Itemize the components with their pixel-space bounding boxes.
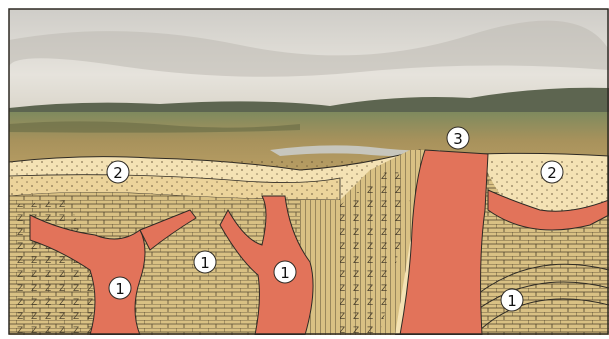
marker-2-left: 2 <box>107 161 129 183</box>
marker-1-middle: 1 <box>194 251 216 273</box>
marker-1-center: 1 <box>274 261 296 283</box>
svg-text:1: 1 <box>280 264 290 282</box>
svg-text:3: 3 <box>453 130 463 148</box>
svg-text:2: 2 <box>547 164 557 182</box>
marker-1-left: 1 <box>109 277 131 299</box>
svg-text:2: 2 <box>113 164 123 182</box>
svg-text:1: 1 <box>115 280 125 298</box>
marker-1-right: 1 <box>501 289 523 311</box>
svg-text:1: 1 <box>507 292 517 310</box>
svg-text:1: 1 <box>200 254 210 272</box>
marker-2-right: 2 <box>541 161 563 183</box>
marker-3: 3 <box>447 127 469 149</box>
